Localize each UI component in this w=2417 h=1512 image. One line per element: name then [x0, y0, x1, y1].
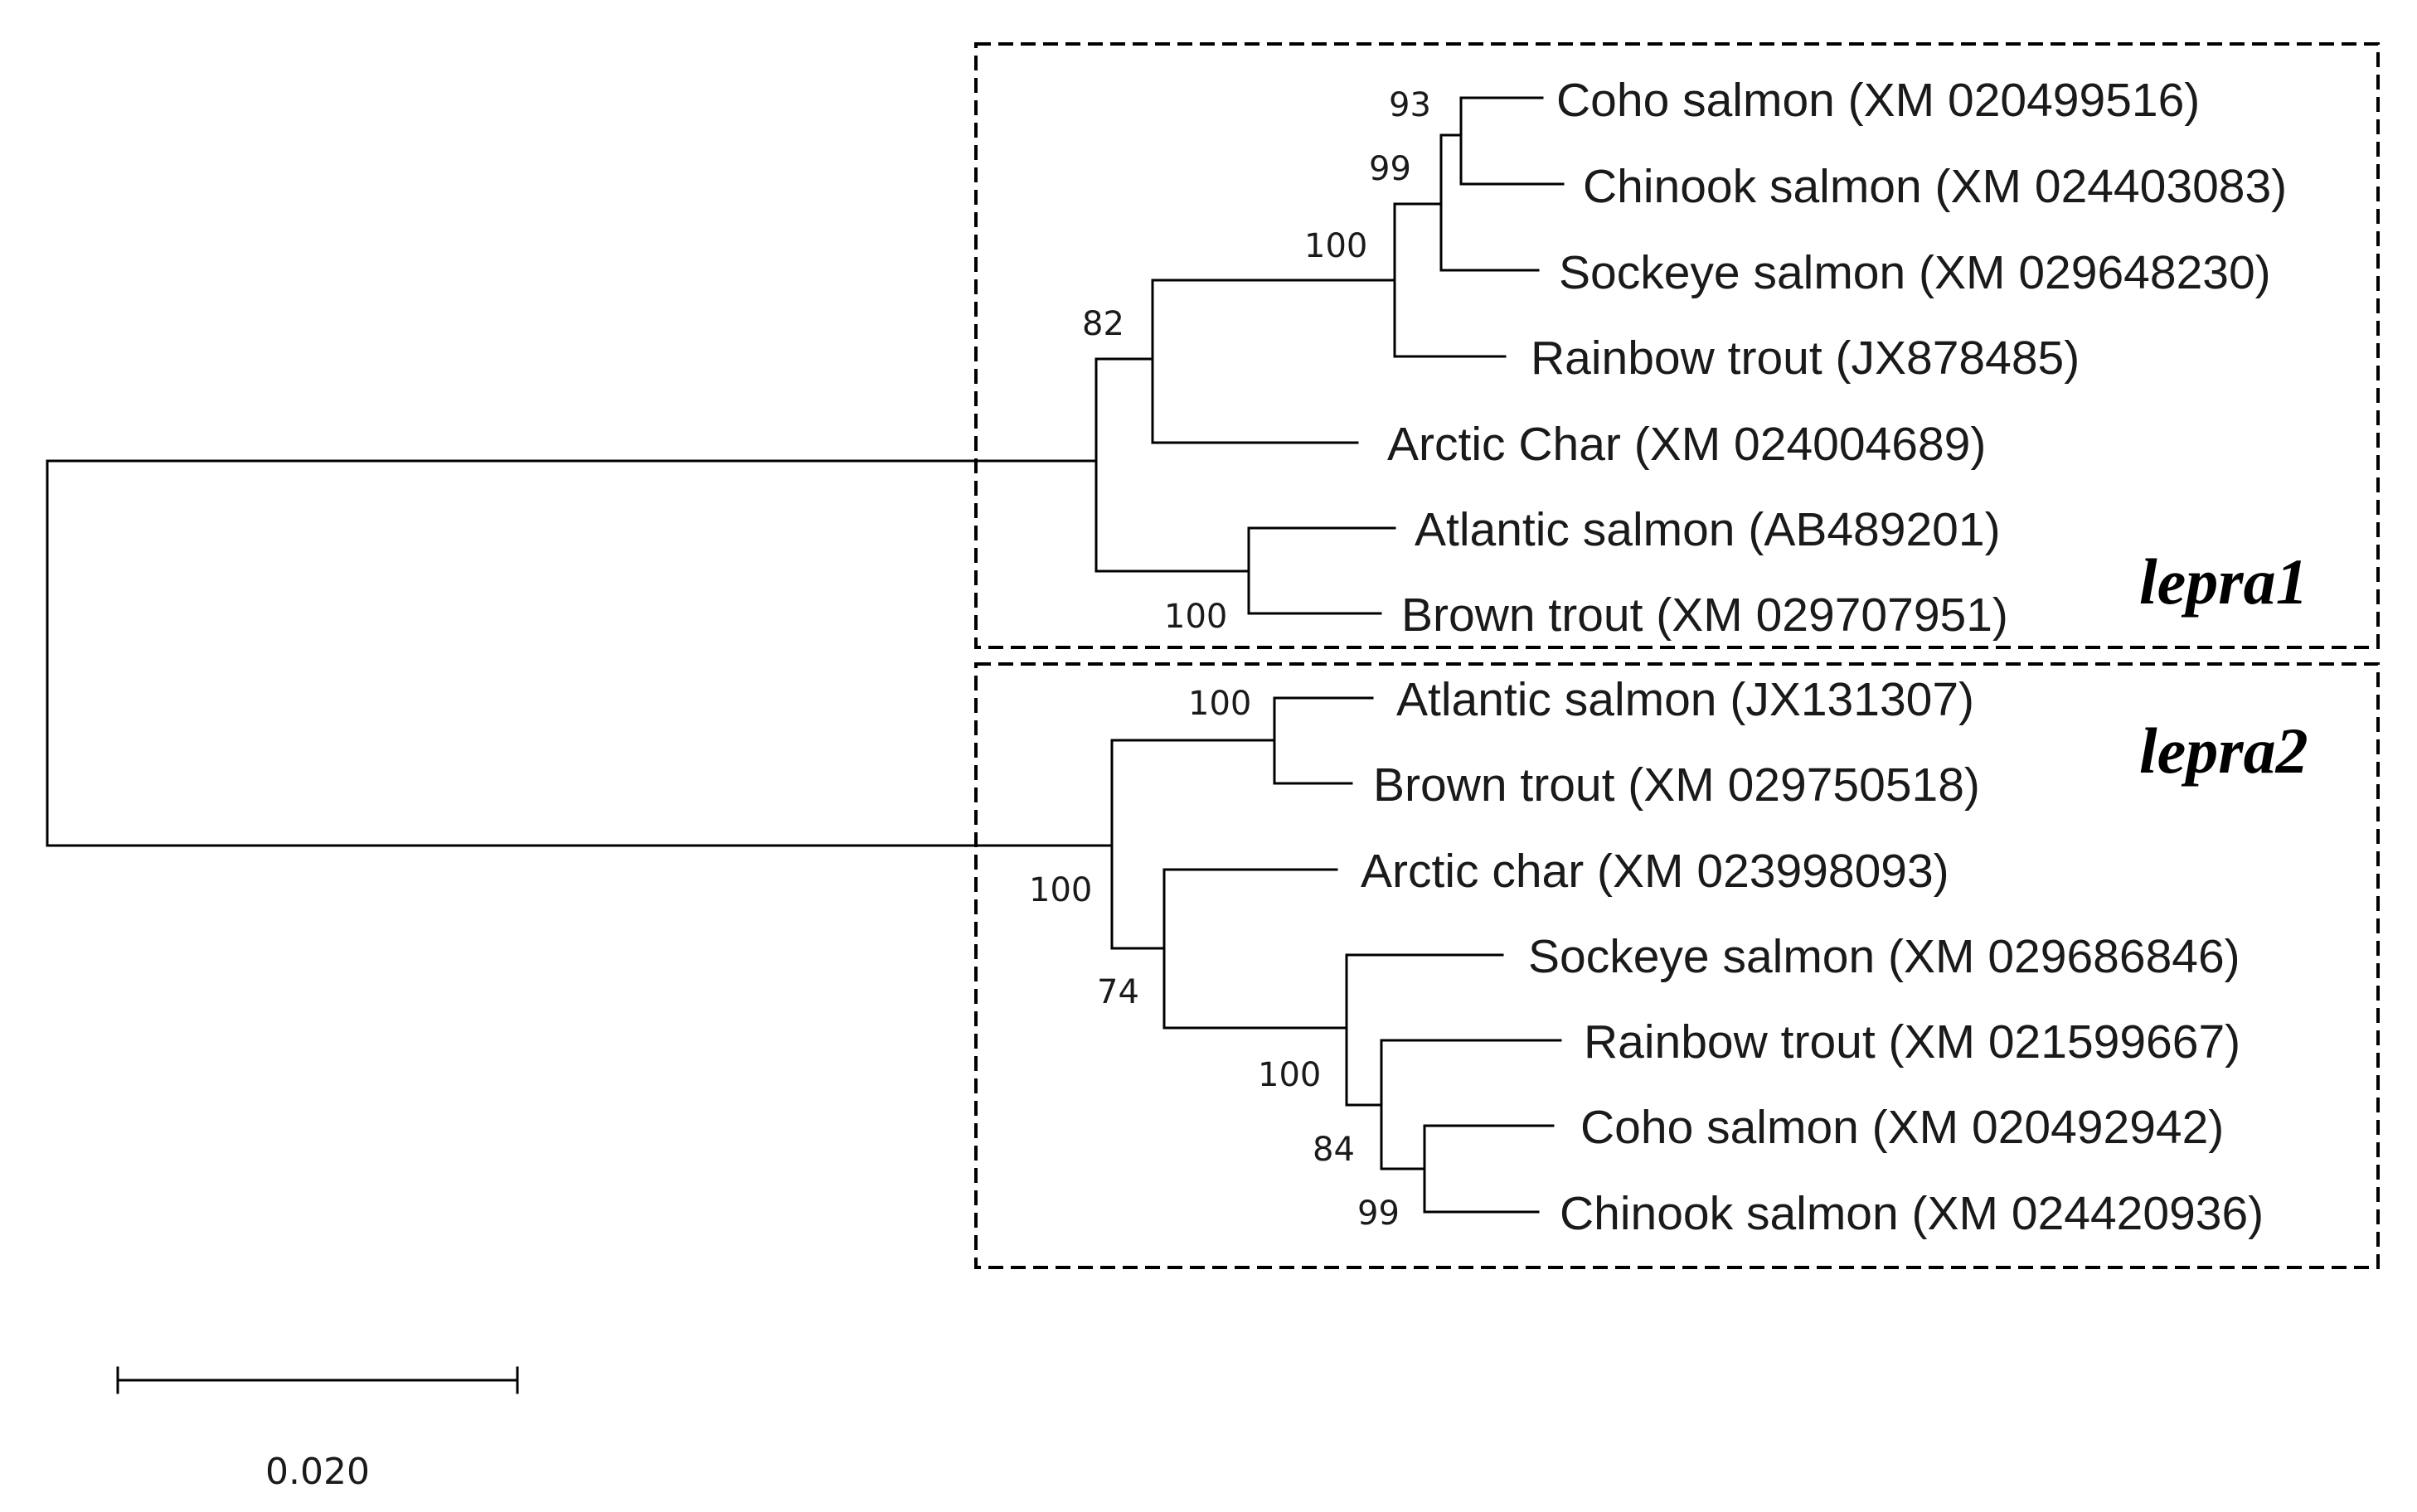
lepra1-group-box	[974, 42, 2380, 649]
leaf-labels: Coho salmon (XM 020499516) Chinook salmo…	[1361, 74, 2287, 1240]
leaf-label: Brown trout (XM 029750518)	[1373, 758, 1980, 812]
leaf-label: Sockeye salmon (XM 029648230)	[1559, 246, 2271, 299]
lepra2-group-box	[974, 662, 2380, 1269]
bootstrap-value: 82	[1082, 305, 1124, 343]
leaf-label: Atlantic salmon (AB489201)	[1415, 503, 2001, 556]
leaf-label: Coho salmon (XM 020499516)	[1556, 74, 2200, 127]
bootstrap-value: 100	[1029, 871, 1092, 909]
lepra1-group-label: lepra1	[2139, 545, 2308, 618]
leaf-label: Coho salmon (XM 020492942)	[1580, 1101, 2224, 1154]
leaf-label: Arctic Char (XM 024004689)	[1387, 418, 1986, 471]
bootstrap-value: 100	[1258, 1056, 1321, 1094]
leaf-label: Brown trout (XM 029707951)	[1401, 589, 2008, 642]
bootstrap-value: 74	[1097, 973, 1139, 1011]
scale-bar: 0.020	[116, 1366, 519, 1493]
scale-bar-label: 0.020	[265, 1451, 370, 1493]
leaf-label: Chinook salmon (XM 024420936)	[1560, 1187, 2264, 1240]
bootstrap-value: 100	[1304, 227, 1367, 265]
leaf-label: Rainbow trout (XM 021599667)	[1584, 1015, 2240, 1069]
leaf-label: Rainbow trout (JX878485)	[1531, 332, 2080, 385]
bootstrap-value: 84	[1313, 1131, 1355, 1169]
lepra2-group-label: lepra2	[2139, 715, 2308, 787]
leaf-label: Sockeye salmon (XM 029686846)	[1528, 930, 2240, 983]
bootstrap-value: 99	[1369, 150, 1411, 188]
leaf-label: Atlantic salmon (JX131307)	[1396, 673, 1974, 726]
bootstrap-value: 100	[1188, 685, 1251, 723]
bootstrap-values: 93 99 100 82 100 100 100 74 100 84 99	[1029, 86, 1431, 1233]
bootstrap-value: 100	[1164, 598, 1227, 636]
leaf-label: Chinook salmon (XM 024403083)	[1583, 160, 2287, 213]
bootstrap-value: 93	[1389, 86, 1431, 124]
tree-branches	[46, 96, 1565, 1214]
bootstrap-value: 99	[1357, 1195, 1400, 1233]
leaf-label: Arctic char (XM 023998093)	[1361, 845, 1949, 898]
